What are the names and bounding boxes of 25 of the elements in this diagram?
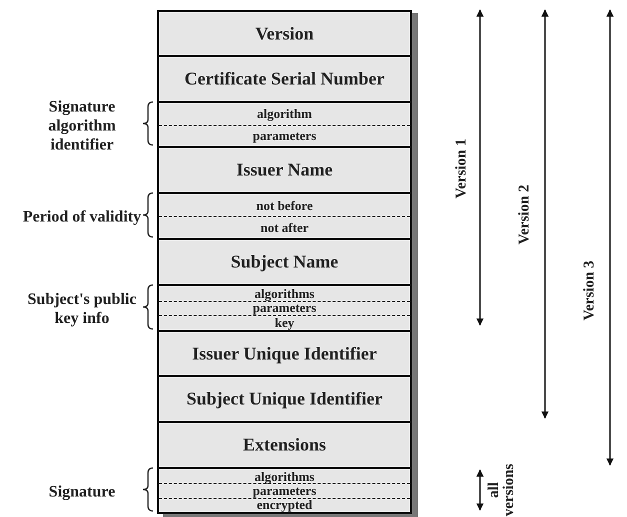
subfield-name: not after [259,218,310,236]
subfield-name: key [274,315,296,330]
subfield-name: algorithms [254,469,316,484]
field-name: Version [254,23,315,44]
group-label: Signature algorithm identifier [47,97,117,154]
subfield-name: encrypted [256,498,312,512]
field-name: Extensions [242,434,328,456]
subfield-name: algorithm [256,105,313,124]
group-label: Signature [48,482,116,501]
version-label: Version 3 [582,260,598,320]
field-name: Certificate Serial Number [184,68,386,90]
group-label: Period of validity [22,208,142,226]
field-name: Subject Unique Identifier [185,388,384,410]
subfield-name: parameters [252,126,318,145]
subfield-name: algorithms [254,286,316,301]
version-label: Version 2 [517,184,532,244]
field-name: Issuer Unique Identifier [191,343,378,364]
group-label: Subject's public key info [26,290,138,328]
version-label: Version 1 [454,138,470,198]
version-label: all versions [487,462,517,517]
field-name: Subject Name [230,252,340,272]
subfield-name: parameters [252,483,318,498]
subfield-name: not before [255,196,314,214]
subfield-name: parameters [252,300,318,316]
field-name: Issuer Name [235,160,334,180]
